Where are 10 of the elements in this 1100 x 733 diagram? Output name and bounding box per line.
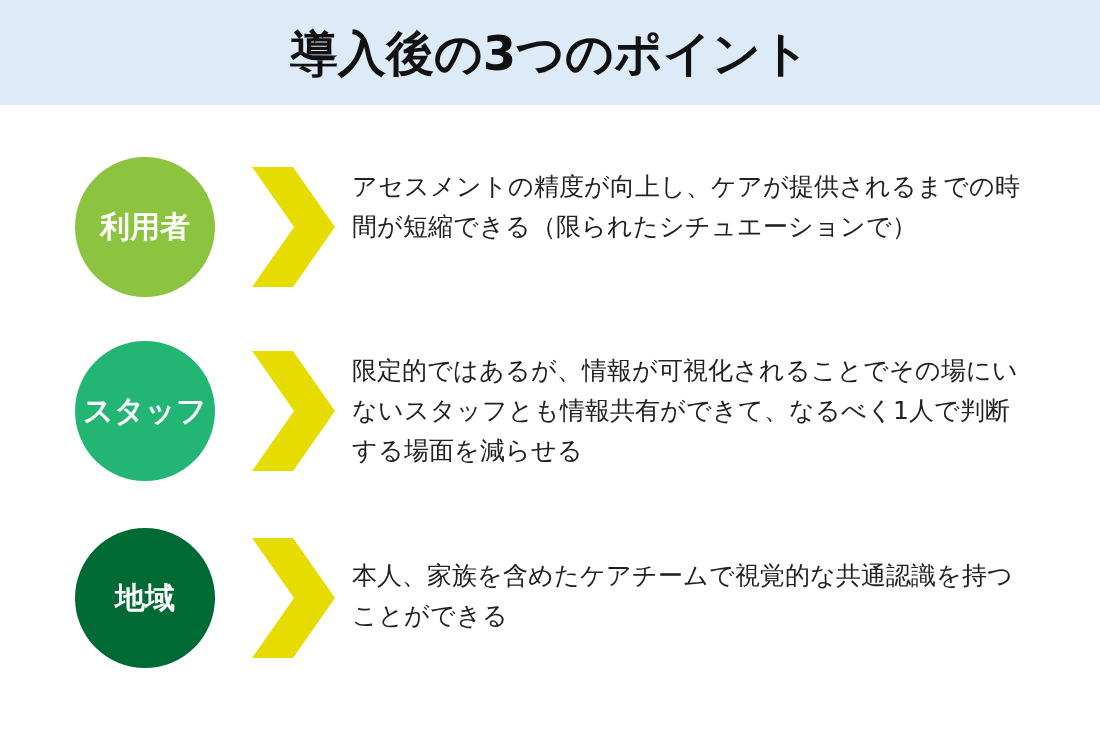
category-label: 地域 — [115, 578, 175, 617]
description-text: アセスメントの精度が向上し、ケアが提供されるまでの時間が短縮できる（限られたシチュエーションで） — [352, 171, 1021, 243]
category-label: スタッフ — [83, 391, 207, 430]
chevron-arrow — [252, 167, 335, 287]
category-label: 利用者 — [100, 207, 190, 246]
chevron-arrow — [252, 351, 335, 471]
title: 導入後の3つのポイント — [289, 24, 811, 83]
chevron-arrow — [252, 538, 335, 658]
description-text: 限定的ではあるが、情報が可視化されることでその場にいないスタッフとも情報共有ができて、なるべく1人で判断する場面を減らせる — [352, 355, 1019, 467]
description-text: 本人、家族を含めたケアチームで視覚的な共通認識を持つことができる — [352, 560, 1014, 632]
